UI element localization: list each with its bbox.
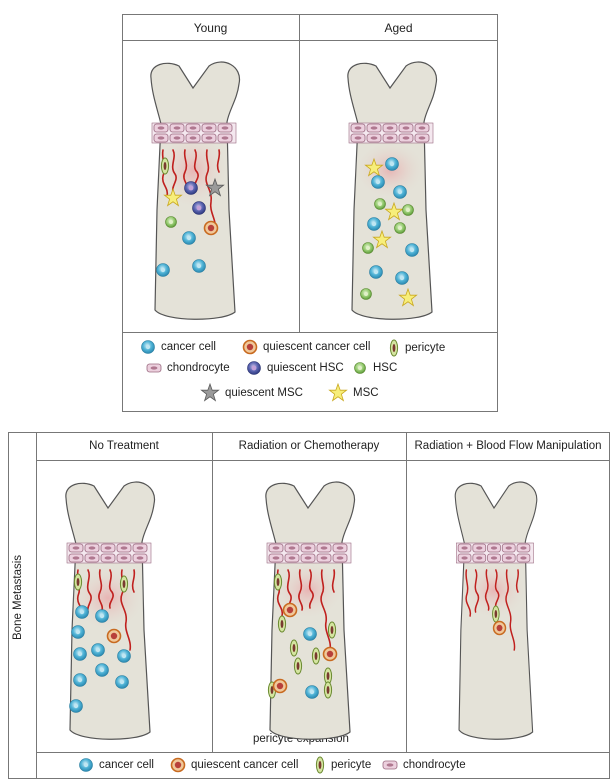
legend-quiescent-msc-label: quiescent MSC: [225, 387, 303, 399]
legend-chondrocyte: chondrocyte: [146, 362, 230, 374]
legend-hsc: HSC: [352, 360, 397, 376]
legend-bottom-cancer-cell: cancer cell: [78, 757, 154, 773]
pericyte-icon: [388, 339, 400, 357]
cancer-cell-icon: [140, 339, 156, 355]
legend-bottom-chondrocyte: chondrocyte: [382, 759, 466, 771]
hsc-icon: [352, 360, 368, 376]
legend-pericyte: pericyte: [388, 339, 445, 357]
legend-cancer-cell-label: cancer cell: [161, 341, 216, 353]
legend-hsc-label: HSC: [373, 362, 397, 374]
aged-bone: [348, 62, 437, 319]
young-bone: [151, 62, 240, 319]
chondrocyte-icon: [382, 760, 398, 770]
legend-quiescent-hsc-label: quiescent HSC: [267, 362, 344, 374]
quiescent-hsc-icon: [246, 360, 262, 376]
legend-bottom-chondrocyte-label: chondrocyte: [403, 759, 466, 771]
legend-bottom-quiescent-cancer-cell-label: quiescent cancer cell: [191, 759, 298, 771]
legend-bottom-cancer-cell-label: cancer cell: [99, 759, 154, 771]
radiation-chemo-bone: [266, 482, 355, 739]
quiescent-cancer-cell-icon: [170, 757, 186, 773]
legend-msc-label: MSC: [353, 387, 379, 399]
legend-quiescent-cancer-cell-label: quiescent cancer cell: [263, 341, 370, 353]
legend-cancer-cell: cancer cell: [140, 339, 216, 355]
msc-icon: [328, 383, 348, 403]
legend-quiescent-cancer-cell: quiescent cancer cell: [242, 339, 370, 355]
legend-bottom-pericyte: pericyte: [314, 756, 371, 774]
quiescent-msc-icon: [200, 383, 220, 403]
legend-bottom-pericyte-label: pericyte: [331, 759, 371, 771]
legend-chondrocyte-label: chondrocyte: [167, 362, 230, 374]
legend-bottom-quiescent-cancer-cell: quiescent cancer cell: [170, 757, 298, 773]
legend-msc: MSC: [328, 383, 379, 403]
legend-pericyte-label: pericyte: [405, 342, 445, 354]
legend-quiescent-msc: quiescent MSC: [200, 383, 303, 403]
chondrocyte-icon: [146, 363, 162, 373]
quiescent-cancer-cell-icon: [242, 339, 258, 355]
legend-quiescent-hsc: quiescent HSC: [246, 360, 344, 376]
cancer-cell-icon: [78, 757, 94, 773]
radiation-blood-flow-bone: [455, 482, 537, 739]
no-treatment-bone: [66, 482, 155, 739]
pericyte-icon: [314, 756, 326, 774]
